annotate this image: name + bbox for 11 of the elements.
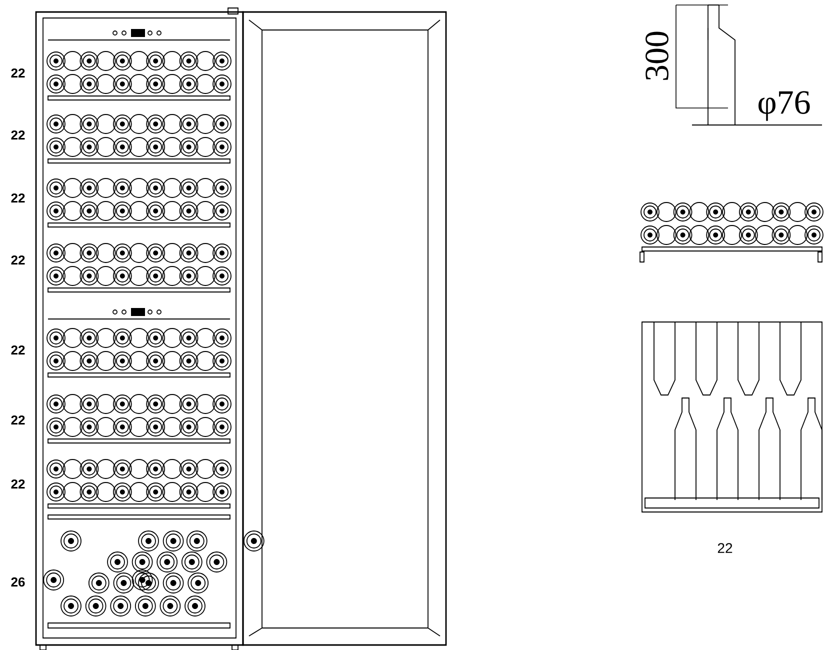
dimension-label: 22 bbox=[11, 415, 25, 425]
dimension-label: 22 bbox=[11, 255, 25, 265]
dimension-label: φ76 bbox=[758, 91, 810, 121]
dimension-label: 22 bbox=[11, 68, 25, 78]
dimension-label: 22 bbox=[11, 345, 25, 355]
dimension-label: 22 bbox=[11, 193, 25, 203]
dimension-label: 22 bbox=[718, 543, 732, 553]
dimension-label: 22 bbox=[11, 479, 25, 489]
dimension-label: 22 bbox=[11, 130, 25, 140]
dimension-label: 300 bbox=[646, 32, 668, 80]
dimension-label: 26 bbox=[11, 577, 25, 587]
